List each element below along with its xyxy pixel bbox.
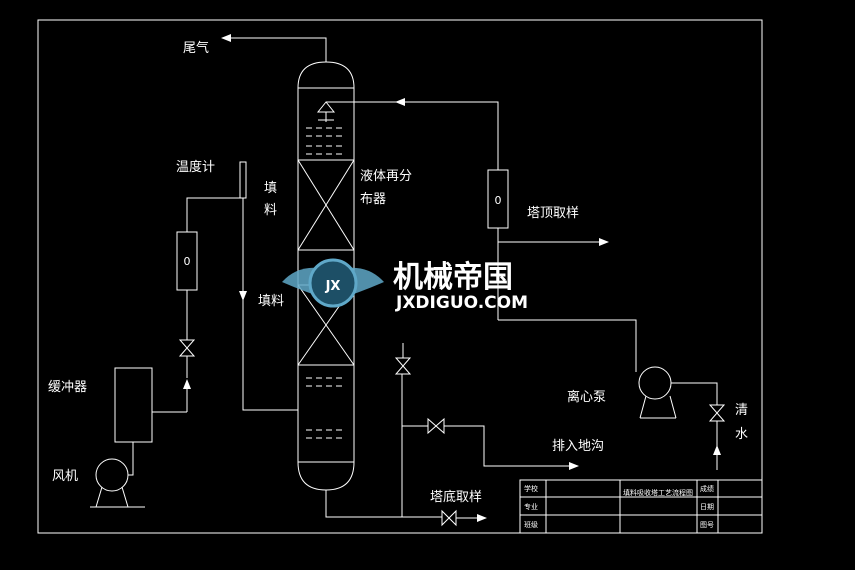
fan	[90, 442, 145, 508]
label-tail-gas: 尾气	[183, 40, 209, 56]
thermometer	[239, 161, 247, 199]
label-centrifugal-pump: 离心泵	[567, 389, 606, 405]
tb-major: 专业	[524, 502, 538, 511]
gas-inlet-line	[242, 198, 298, 411]
liquid-feed-line	[395, 98, 499, 170]
watermark-en: JXDIGUO.COM	[395, 293, 528, 313]
top-flowmeter-symbol: 0	[495, 194, 502, 207]
tb-score: 成绩	[700, 484, 714, 493]
absorption-column	[297, 61, 355, 491]
buffer-vessel	[114, 367, 153, 443]
gas-flowmeter-symbol: 0	[184, 255, 191, 268]
top-flowmeter	[487, 169, 509, 229]
label-clear-water-1: 清	[735, 403, 748, 418]
gas-valve	[178, 339, 196, 357]
label-packing-top-1: 填	[264, 181, 277, 196]
tb-school: 学校	[524, 484, 538, 493]
bottom-sampling-valve	[441, 509, 457, 527]
label-bottom-sampling: 塔底取样	[430, 489, 482, 505]
label-packing-top-2: 料	[264, 203, 277, 218]
watermark-cn: 机械帝国	[393, 260, 513, 295]
label-fan: 风机	[52, 469, 78, 484]
label-clear-water-2: 水	[735, 427, 748, 442]
tb-drawing-title: 填料吸收塔工艺流程图	[623, 488, 693, 497]
label-redistributor-1: 液体再分	[360, 169, 412, 184]
drain-valve	[427, 417, 445, 435]
vent-valve	[394, 357, 412, 375]
label-buffer: 缓冲器	[48, 380, 87, 395]
label-drain: 排入地沟	[552, 439, 604, 454]
tb-date: 日期	[700, 503, 714, 511]
spray-distributor	[316, 101, 336, 113]
label-redistributor-2: 布器	[360, 192, 386, 207]
clear-water-valve	[708, 404, 726, 422]
watermark-gear-icon	[308, 258, 358, 308]
drain-line	[444, 425, 579, 470]
drawing-frame	[37, 19, 763, 534]
label-packing-bottom: 填料	[258, 294, 284, 309]
tail-gas-line	[221, 34, 327, 62]
tb-sheet: 图号	[700, 521, 714, 529]
label-top-sampling: 塔顶取样	[527, 206, 579, 221]
label-thermometer: 温度计	[176, 159, 215, 175]
tb-class: 班级	[524, 520, 538, 529]
watermark-badge: JX	[325, 279, 341, 294]
upper-packing-bed	[297, 159, 355, 251]
watermark: JX 机械帝国 JXDIGUO.COM	[282, 258, 528, 313]
centrifugal-pump	[638, 366, 718, 419]
pump-discharge-line	[498, 319, 637, 372]
title-block: 学校 专业 班级 填料吸收塔工艺流程图 成绩 日期 图号	[519, 479, 763, 534]
